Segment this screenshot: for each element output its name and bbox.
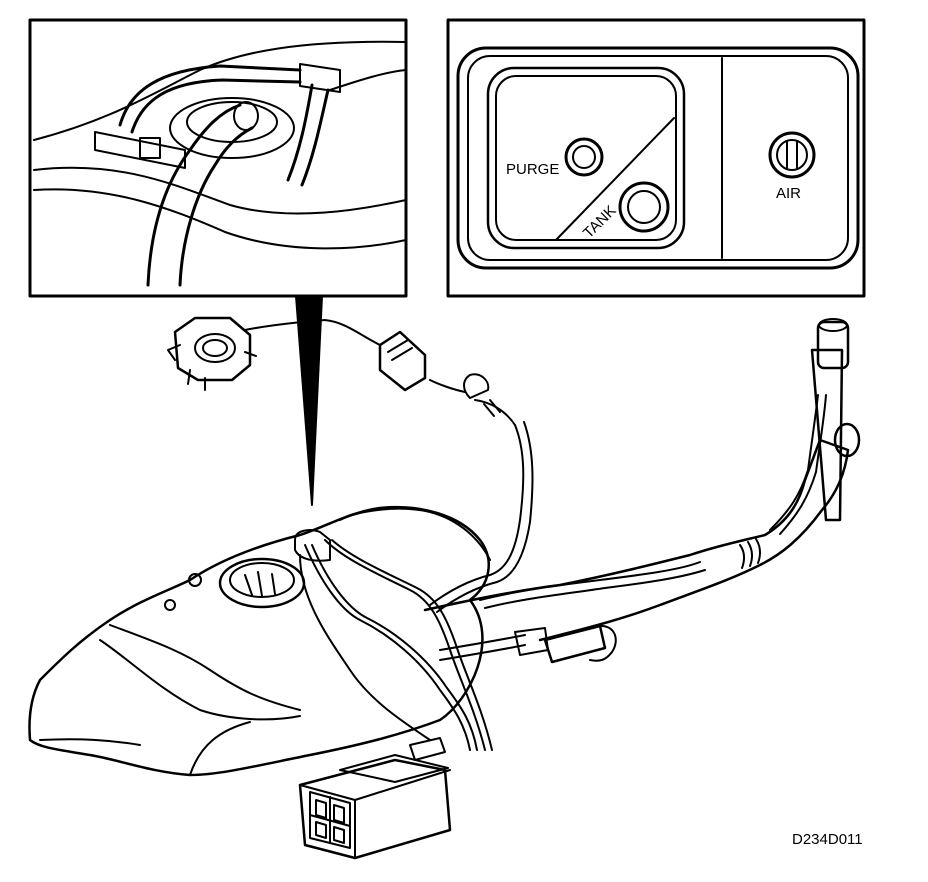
port-diagonal — [555, 117, 675, 241]
detail-inset-frame — [28, 18, 408, 298]
fuel-sender-pins — [187, 369, 206, 391]
canister-port-panel — [486, 66, 686, 250]
canister-top-outline — [456, 46, 860, 270]
fuel-sender-tabs — [167, 344, 257, 361]
tank-port-inner — [627, 190, 661, 224]
tank-mount — [164, 599, 176, 611]
canister-grille — [309, 791, 351, 849]
figure-code: D234D011 — [792, 831, 863, 848]
purge-port-inner — [572, 145, 596, 169]
fuel-tank — [28, 506, 491, 777]
filler-neck-end — [833, 422, 861, 458]
inset-contour — [33, 166, 407, 215]
filler-neck-assembly — [423, 318, 861, 664]
sender-wire — [244, 319, 381, 346]
detail-inset-canister-ports: PURGE TANK AIR — [446, 18, 866, 298]
purge-label: PURGE — [506, 161, 559, 178]
wire-connector-ridge — [387, 339, 413, 361]
tank-seam — [39, 738, 141, 746]
inset-tube-clip — [299, 63, 341, 93]
inset-large-hose — [178, 126, 254, 287]
vapor-line — [429, 424, 525, 606]
fuel-sender-ring — [194, 333, 236, 363]
inset-nozzle-clamp — [139, 137, 161, 159]
fuel-line — [484, 569, 706, 609]
vapor-line — [324, 539, 486, 751]
vent-tube — [810, 348, 844, 522]
tank-contour — [189, 721, 251, 776]
detail-inset-hose-connection — [28, 18, 408, 506]
vapor-line — [299, 554, 431, 741]
port-inset-frame — [446, 18, 866, 298]
line-connector — [543, 624, 607, 664]
vapor-line — [331, 539, 493, 751]
inset-large-hose — [146, 103, 242, 287]
wire-connector — [378, 330, 427, 392]
air-port-inner — [776, 139, 808, 171]
inset-pump-flange — [169, 97, 295, 159]
canister-body — [298, 758, 452, 860]
vapor-line — [311, 544, 478, 751]
fuel-line — [439, 644, 526, 661]
vapor-lines — [167, 316, 534, 751]
inset-tube — [118, 64, 302, 127]
inset-hose-end — [233, 101, 259, 131]
air-port — [768, 131, 816, 179]
vapor-line — [474, 399, 516, 426]
canister-port-panel-inner — [495, 75, 677, 241]
canister-grille-cells — [315, 799, 345, 844]
tank-contour — [99, 639, 301, 721]
vent-line — [769, 394, 819, 531]
sender-wire — [429, 379, 466, 393]
vapor-line — [436, 421, 534, 613]
charcoal-canister — [298, 737, 452, 860]
line-clamp — [463, 373, 490, 399]
pump-opening — [218, 557, 306, 609]
tank-contour — [109, 624, 301, 711]
tank-mount — [188, 573, 202, 587]
purge-port — [564, 137, 604, 177]
inset-tube — [130, 78, 302, 134]
line-connector-cap — [589, 624, 617, 662]
tank-port — [618, 181, 670, 233]
tank-top-ridge — [339, 507, 491, 561]
fuel-sender-hub — [202, 339, 228, 357]
inset-contour — [33, 188, 407, 250]
filler-hose-clamp — [739, 538, 762, 569]
inset-nozzle — [94, 131, 186, 169]
pump-ring — [229, 562, 295, 598]
detail-pointer — [295, 295, 323, 506]
inset-tube — [286, 83, 314, 182]
pump-fittings — [244, 571, 276, 597]
inset-contour — [329, 69, 407, 91]
filler-hose — [423, 438, 850, 642]
vent-line — [779, 394, 827, 535]
canister-top-inner — [467, 55, 849, 261]
canister-port-fitting — [409, 737, 446, 761]
vapor-line — [304, 544, 471, 751]
air-label: AIR — [776, 185, 801, 202]
canister-grille-bars — [309, 796, 351, 844]
inset-tube — [300, 88, 330, 187]
vent-tube-opening — [818, 318, 848, 332]
vent-tube-cap — [816, 320, 850, 370]
fuel-line — [479, 561, 701, 601]
fuel-sender-unit — [173, 316, 252, 382]
canister-lid — [339, 754, 449, 783]
line-clip — [514, 627, 549, 656]
inset-contour — [33, 40, 407, 141]
line-clip-mark — [483, 399, 501, 417]
tank-outline — [28, 506, 490, 777]
